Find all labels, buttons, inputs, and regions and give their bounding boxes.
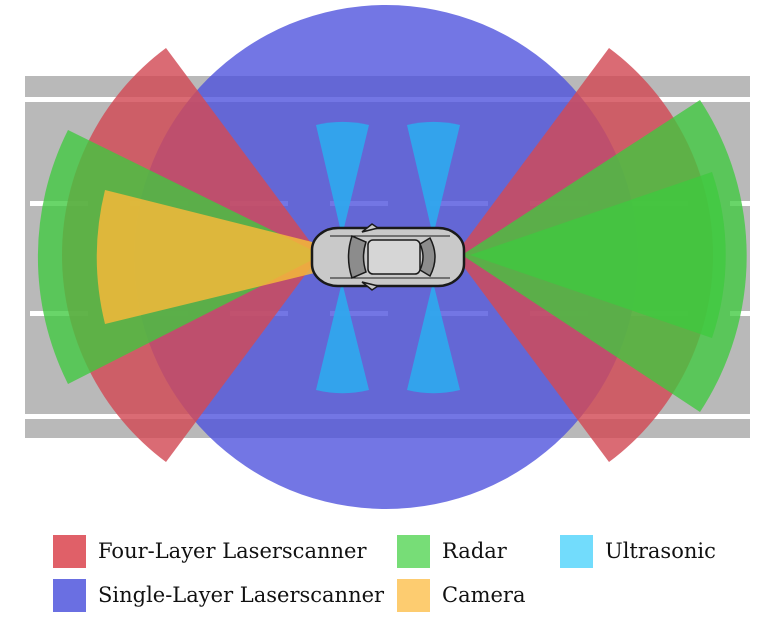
ultrasonic-coverage — [316, 121, 460, 394]
legend-swatch-ultrasonic — [560, 534, 593, 568]
legend-label-four-layer: Four-Layer Laserscanner — [98, 539, 367, 563]
ultrasonic-wedge-bottom-right — [407, 282, 460, 394]
camera-wedge-front — [96, 190, 376, 324]
car-roof — [367, 239, 421, 275]
car-top-view-icon — [310, 223, 466, 291]
legend-swatch-four-layer — [53, 534, 86, 568]
legend-item-four-layer: Four-Layer Laserscanner — [53, 534, 366, 568]
sensor-coverage-diagram — [25, 5, 777, 509]
car-rear-window — [419, 236, 436, 278]
legend-item-radar: Radar — [397, 534, 507, 568]
legend-item-camera: Camera — [397, 578, 526, 612]
legend: Four-Layer Laserscanner Radar Ultrasonic… — [0, 528, 777, 618]
legend-label-radar: Radar — [442, 539, 507, 563]
lane-dash — [730, 311, 777, 316]
ultrasonic-wedge-top-right — [407, 121, 460, 236]
camera-coverage — [96, 190, 376, 324]
legend-label-camera: Camera — [442, 583, 526, 607]
ultrasonic-wedge-bottom-left — [316, 282, 369, 394]
legend-swatch-single-layer — [53, 578, 86, 612]
lane-dash — [730, 201, 777, 206]
legend-swatch-radar — [397, 534, 430, 568]
legend-label-ultrasonic: Ultrasonic — [605, 539, 716, 563]
car-mirror-left — [361, 223, 380, 233]
legend-swatch-camera — [397, 578, 430, 612]
car-windshield — [347, 234, 367, 280]
legend-label-single-layer: Single-Layer Laserscanner — [98, 583, 385, 607]
ultrasonic-wedge-top-left — [316, 121, 369, 236]
legend-item-ultrasonic: Ultrasonic — [560, 534, 716, 568]
radar-wedge-right-narrow — [470, 172, 726, 338]
car-mirror-right — [361, 281, 380, 291]
legend-item-single-layer: Single-Layer Laserscanner — [53, 578, 384, 612]
